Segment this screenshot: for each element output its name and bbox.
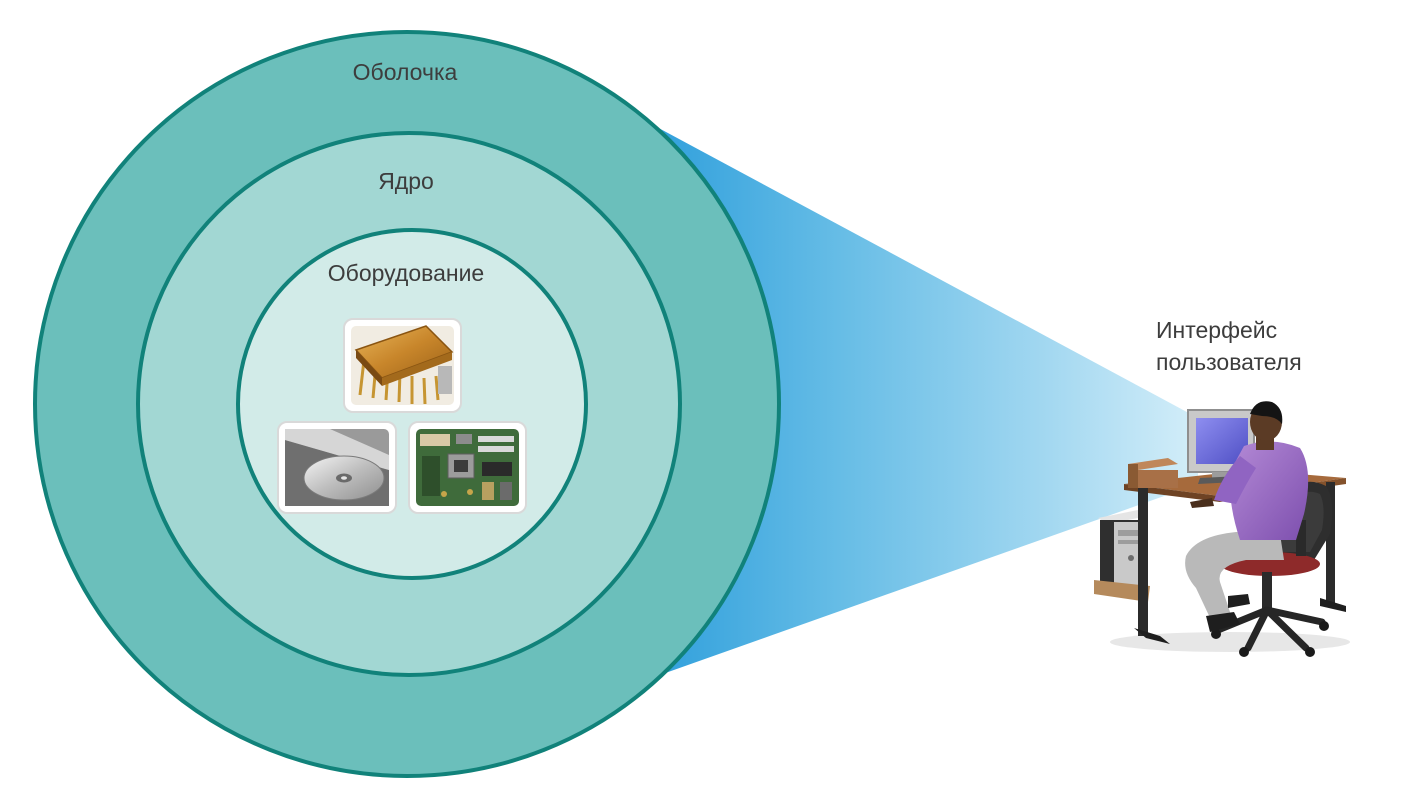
interface-beam [640, 118, 1198, 682]
kernel-label: Ядро [378, 168, 434, 194]
hardware-label: Оборудование [328, 260, 484, 286]
optical-drive-icon [277, 421, 397, 514]
person-icon [1185, 401, 1309, 632]
user-interface-label: Интерфейс пользователя [1156, 314, 1376, 378]
user-interface-label-line1: Интерфейс [1156, 317, 1278, 343]
shell-label: Оболочка [353, 59, 458, 85]
memory-chip-icon [343, 318, 462, 413]
user-at-computer-icon [1094, 401, 1350, 657]
motherboard-icon [408, 421, 527, 514]
user-interface-label-line2: пользователя [1156, 349, 1302, 375]
